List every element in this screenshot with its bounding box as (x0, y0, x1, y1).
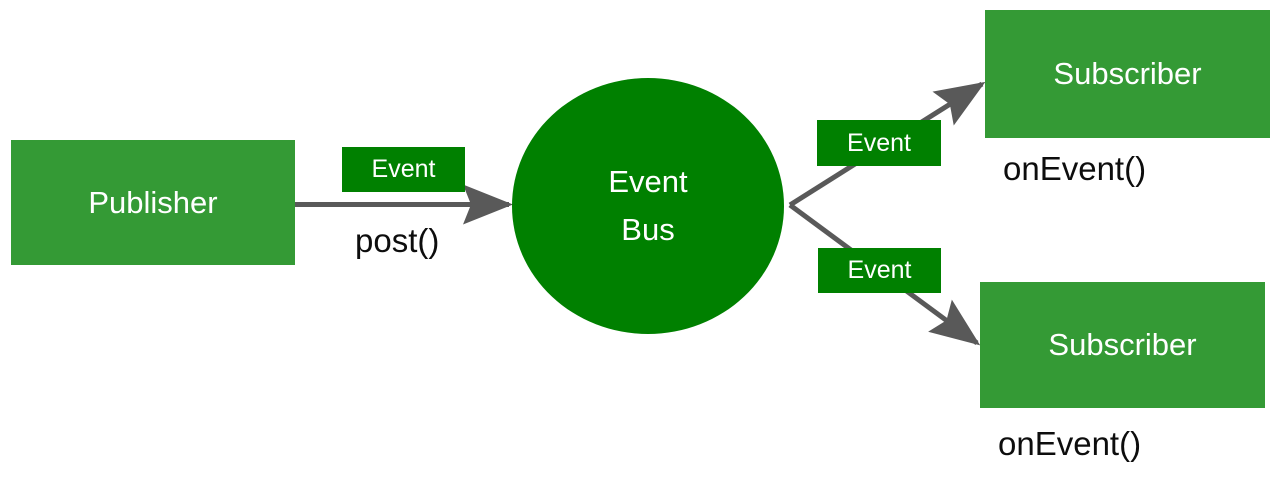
badge-event-deliver-top-label: Event (847, 128, 911, 157)
node-event-bus-label-line1: Event (608, 164, 688, 200)
node-subscriber-bottom[interactable]: Subscriber (980, 282, 1265, 408)
node-event-bus[interactable]: Event Bus (512, 78, 784, 334)
node-publisher[interactable]: Publisher (11, 140, 295, 265)
badge-event-publish[interactable]: Event (342, 147, 465, 192)
badge-event-deliver-bottom[interactable]: Event (818, 248, 941, 293)
node-subscriber-top-label: Subscriber (1053, 56, 1202, 92)
node-subscriber-bottom-label: Subscriber (1048, 327, 1197, 363)
badge-event-deliver-top[interactable]: Event (817, 120, 941, 166)
node-subscriber-top[interactable]: Subscriber (985, 10, 1270, 138)
badge-event-publish-label: Event (371, 155, 436, 183)
caption-onevent-bottom: onEvent() (998, 425, 1142, 462)
node-event-bus-label-line2: Bus (621, 212, 675, 247)
node-publisher-label: Publisher (88, 184, 218, 220)
caption-onevent-top: onEvent() (1003, 150, 1147, 187)
caption-post-method: post() (355, 222, 440, 259)
badge-event-deliver-bottom-label: Event (847, 256, 912, 284)
